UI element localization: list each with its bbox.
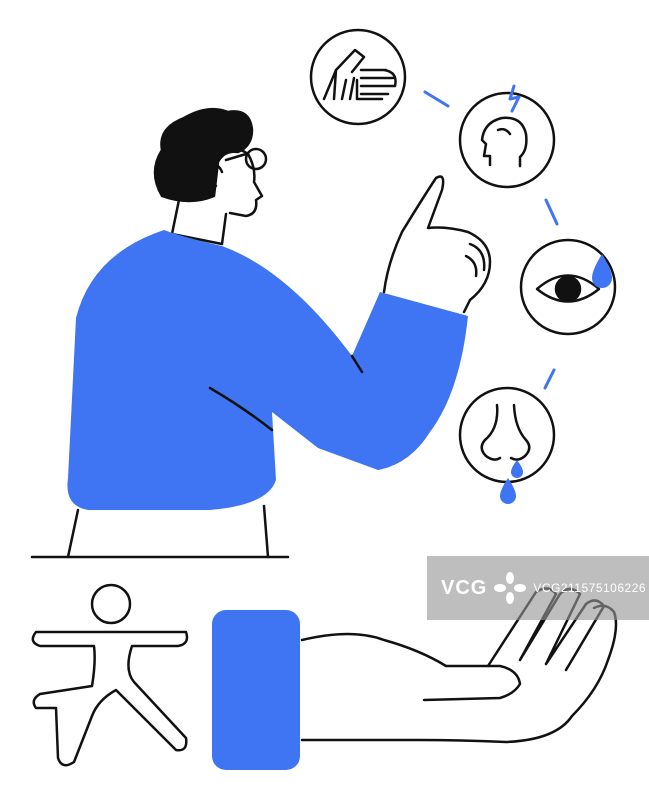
stretching-figure-icon: [31, 583, 189, 767]
runny-nose-icon: [458, 386, 556, 504]
watermark-logo: VCG: [441, 571, 527, 605]
watermark-brand: VCG: [441, 576, 488, 599]
dashed-connector: [423, 90, 559, 390]
eye-tear-icon: [519, 238, 617, 336]
flower-logo-icon: [494, 572, 527, 604]
person-figure: [30, 107, 492, 559]
watermark: VCG VCG211575106226: [427, 556, 649, 620]
hand-gesture-icon: [309, 28, 407, 126]
blue-sweater: [67, 230, 468, 510]
head-pain-icon: [458, 84, 556, 189]
watermark-code: VCG211575106226: [533, 581, 647, 595]
